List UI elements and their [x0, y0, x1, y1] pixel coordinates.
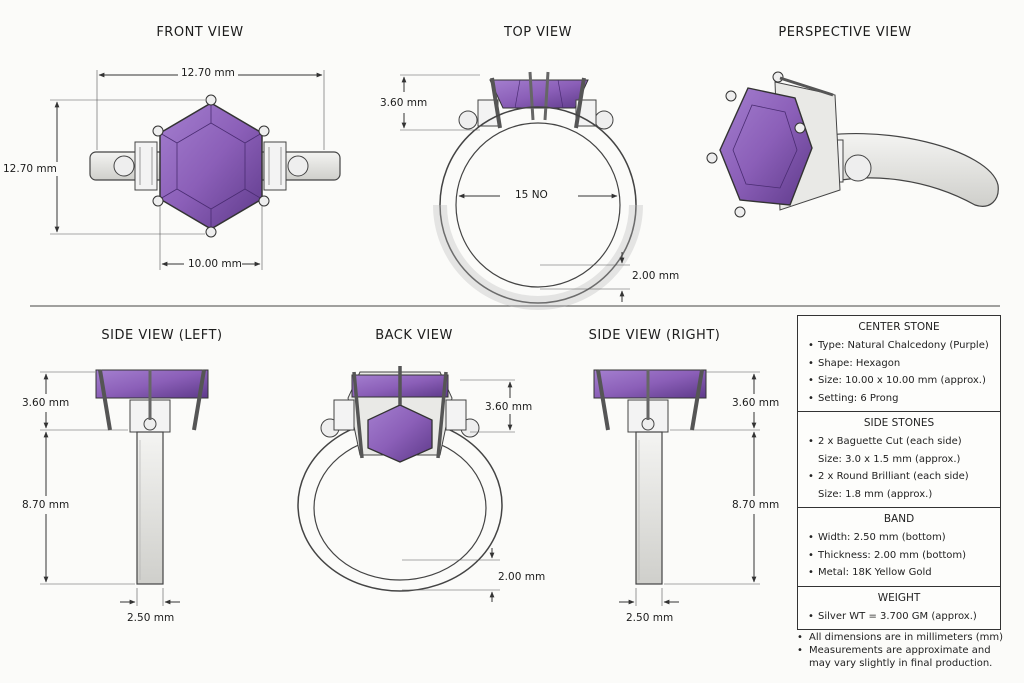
center-stone-section: CENTER STONE •Type: Natural Chalcedony (… — [798, 316, 1000, 412]
right-band-label: 2.50 mm — [626, 612, 674, 624]
front-view-drawing — [50, 70, 341, 270]
weight-section: WEIGHT •Silver WT = 3.700 GM (approx.) — [798, 587, 1000, 630]
right-upper-label: 3.60 mm — [732, 397, 780, 409]
back-view-title: BACK VIEW — [375, 328, 453, 343]
note-units: •All dimensions are in millimeters (mm) — [797, 632, 1004, 643]
side-stones-heading: SIDE STONES — [863, 417, 935, 429]
back-upper-label: 3.60 mm — [485, 401, 533, 413]
right-lower-label: 8.70 mm — [732, 499, 780, 511]
side-stones-section: SIDE STONES •2 x Baguette Cut (each side… — [798, 412, 1000, 508]
side-round-size: Size: 1.8 mm (approx.) — [818, 488, 933, 500]
band-thickness: •Thickness: 2.00 mm (bottom) — [808, 549, 967, 561]
side-left-view-drawing — [40, 369, 209, 606]
front-width-label: 12.70 mm — [178, 67, 238, 79]
front-height-label: 12.70 mm — [3, 163, 57, 175]
band-width: •Width: 2.50 mm (bottom) — [808, 532, 946, 543]
band-heading: BAND — [883, 513, 915, 525]
side-right-view-drawing — [593, 369, 760, 606]
perspective-view-title: PERSPECTIVE VIEW — [778, 25, 912, 40]
back-band-label: 2.00 mm — [498, 571, 546, 583]
left-band-label: 2.50 mm — [127, 612, 175, 624]
front-stone-label: 10.00 mm — [188, 258, 242, 270]
band-section: BAND •Width: 2.50 mm (bottom) •Thickness… — [798, 508, 1000, 587]
weight-heading: WEIGHT — [877, 591, 921, 604]
center-type: •Type: Natural Chalcedony (Purple) — [808, 340, 989, 351]
side-baguette-size: Size: 3.0 x 1.5 mm (approx.) — [818, 453, 961, 465]
note-approx: •Measurements are approximate and may va… — [797, 645, 993, 669]
top-band-label: 2.00 mm — [632, 270, 680, 282]
top-height-label: 3.60 mm — [380, 97, 428, 109]
center-stone-heading: CENTER STONE — [858, 321, 940, 333]
top-size-label: 15 NO — [515, 189, 548, 201]
left-upper-label: 3.60 mm — [22, 397, 70, 409]
center-size: •Size: 10.00 x 10.00 mm (approx.) — [808, 375, 986, 386]
top-view-drawing — [400, 71, 643, 310]
perspective-view-drawing — [706, 71, 999, 218]
front-view-title: FRONT VIEW — [156, 25, 244, 40]
side-right-view-title: SIDE VIEW (RIGHT) — [588, 328, 721, 343]
weight-value: •Silver WT = 3.700 GM (approx.) — [808, 610, 977, 622]
back-view-drawing — [297, 366, 515, 602]
center-shape: •Shape: Hexagon — [808, 357, 901, 369]
top-view-title: TOP VIEW — [504, 25, 572, 40]
side-left-view-title: SIDE VIEW (LEFT) — [101, 328, 223, 343]
band-metal: •Metal: 18K Yellow Gold — [808, 567, 932, 578]
left-lower-label: 8.70 mm — [22, 499, 70, 511]
spec-table: CENTER STONE •Type: Natural Chalcedony (… — [797, 315, 1001, 630]
center-setting: •Setting: 6 Prong — [808, 392, 899, 404]
side-baguette: •2 x Baguette Cut (each side) — [808, 436, 962, 447]
notes: •All dimensions are in millimeters (mm) … — [797, 631, 1012, 670]
side-round: •2 x Round Brilliant (each side) — [808, 471, 969, 482]
